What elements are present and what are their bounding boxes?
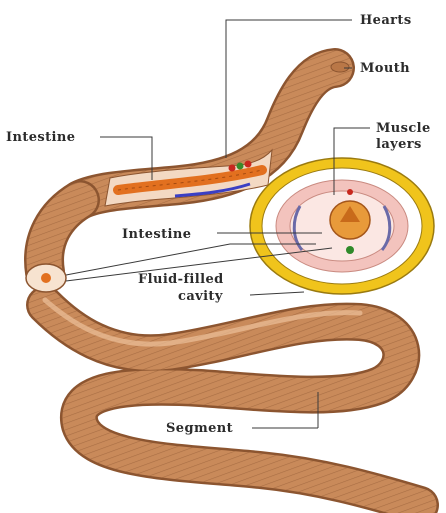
label-intestine-body: Intestine (6, 130, 75, 145)
label-mouth: Mouth (360, 61, 410, 76)
heart-2 (237, 163, 244, 170)
label-intestine-section: Intestine (122, 227, 191, 242)
label-fluid-cavity-1: Fluid-filled (138, 272, 224, 287)
label-muscle-layers-1: Muscle (376, 121, 431, 136)
label-muscle-layers-2: layers (376, 137, 422, 152)
mouth-tip (331, 62, 349, 72)
label-segment: Segment (166, 421, 233, 436)
heart-3 (245, 161, 252, 168)
label-hearts: Hearts (360, 13, 412, 28)
cross-section (250, 158, 434, 294)
heart-1 (229, 165, 236, 172)
label-fluid-cavity-2: cavity (178, 289, 223, 304)
worm-lower-body (45, 300, 420, 505)
